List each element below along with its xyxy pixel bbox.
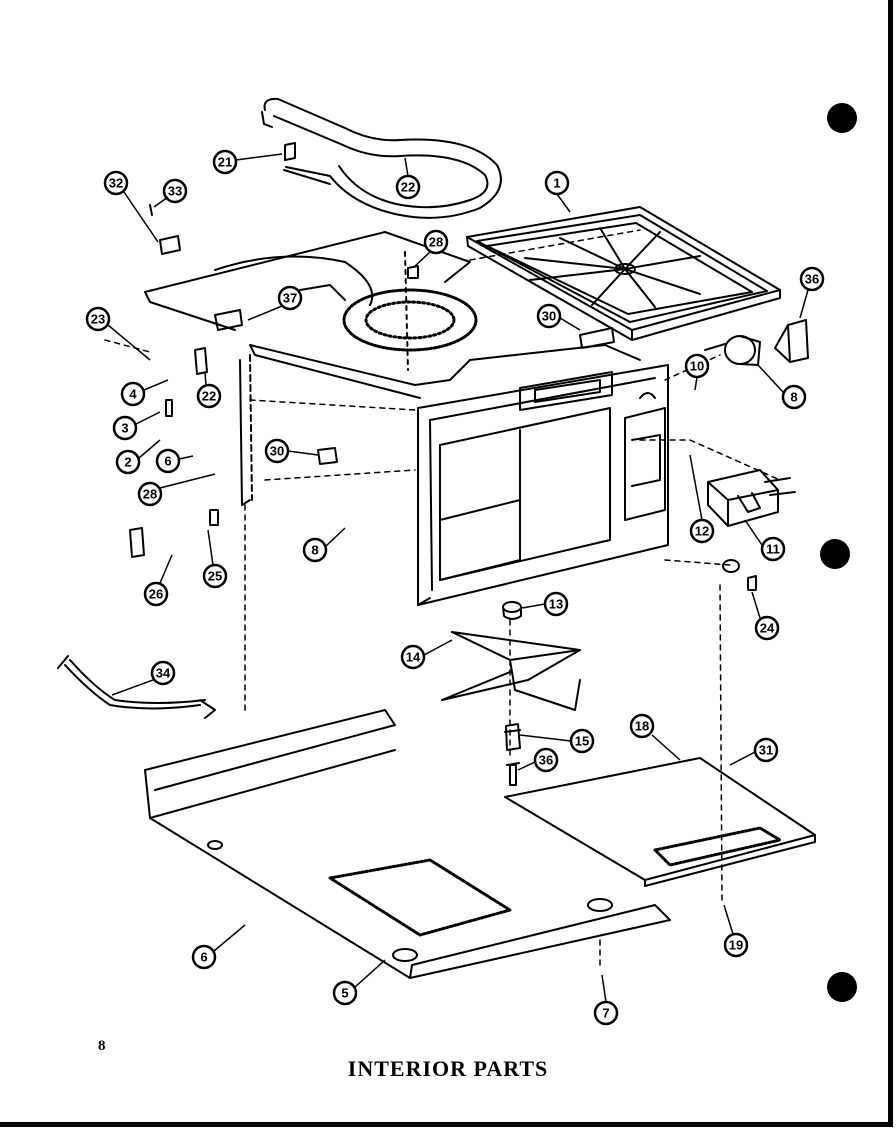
cover-plate-18: [504, 757, 816, 887]
callout-36a: 36: [805, 272, 819, 287]
callout-circle-4: [120, 381, 146, 407]
binder-hole-bottom: [827, 972, 857, 1002]
callout-circle-6a: [155, 448, 181, 474]
callout-circle-8a: [781, 384, 807, 410]
page-caption: INTERIOR PARTS: [347, 1056, 549, 1081]
page-number: 8: [98, 1038, 106, 1054]
callout-circle-34: [150, 660, 176, 686]
callout-circle-11: [760, 536, 786, 562]
callout-circle-32: [103, 170, 129, 196]
callout-circle-14: [400, 644, 426, 670]
callout-37: 37: [283, 291, 297, 306]
callout-30a: 30: [270, 444, 284, 459]
callout-circle-21: [212, 149, 238, 175]
callout-28a: 28: [429, 235, 443, 250]
base-plate-5: [144, 709, 671, 979]
callout-6a: 6: [164, 454, 171, 469]
callout-circle-2: [115, 449, 141, 475]
callout-14: 14: [406, 650, 421, 665]
callout-circle-37: [277, 285, 303, 311]
callout-33: 33: [168, 184, 182, 199]
callout-36b: 36: [539, 753, 553, 768]
callout-7: 7: [602, 1006, 609, 1021]
callout-3: 3: [121, 421, 128, 436]
callout-circle-3: [112, 415, 138, 441]
callout-22a: 22: [401, 180, 415, 195]
callout-circle-31: [753, 737, 779, 763]
wire-harness-34: [57, 655, 216, 719]
callout-circle-5: [332, 980, 358, 1006]
callout-25: 25: [208, 569, 222, 584]
cavity-top-cover: [144, 231, 641, 399]
callout-21: 21: [218, 155, 232, 170]
callout-24: 24: [760, 621, 775, 636]
callout-circle-23: [85, 306, 111, 332]
callout-11: 11: [766, 542, 780, 557]
callout-1: 1: [553, 176, 560, 191]
callout-circle-28a: [423, 229, 449, 255]
callout-10: 10: [690, 359, 704, 374]
callout-circle-26: [143, 581, 169, 607]
callout-12: 12: [695, 524, 709, 539]
callout-circle-6b: [191, 944, 217, 970]
cavity-frame-8: [239, 354, 669, 606]
callout-circle-18: [629, 713, 655, 739]
callout-4: 4: [129, 387, 137, 402]
support-ring-22: [261, 97, 502, 219]
assembly-lines: [104, 229, 781, 966]
binder-hole-middle: [820, 539, 850, 569]
callout-8b: 8: [311, 543, 318, 558]
interlock-switch-11: [707, 469, 796, 527]
callout-circle-22b: [196, 383, 222, 409]
motor-coupler-13: [502, 601, 522, 620]
callout-32: 32: [109, 176, 123, 191]
callout-19: 19: [729, 938, 743, 953]
callout-circle-28b: [137, 481, 163, 507]
callout-circle-8b: [302, 537, 328, 563]
callout-circle-24: [754, 615, 780, 641]
stirrer-shaft-15: [504, 723, 521, 751]
callout-circle-36a: [799, 266, 825, 292]
callout-8a: 8: [790, 390, 797, 405]
callout-18: 18: [635, 719, 649, 734]
callout-circle-36b: [533, 747, 559, 773]
callout-34: 34: [156, 666, 171, 681]
callout-26: 26: [149, 587, 163, 602]
callout-30b: 30: [542, 309, 556, 324]
callout-28b: 28: [143, 487, 157, 502]
callout-22b: 22: [202, 389, 216, 404]
small-hardware: [129, 142, 757, 591]
fan-motor-9: [704, 335, 761, 366]
callout-15: 15: [575, 734, 589, 749]
callout-circle-33: [162, 178, 188, 204]
callout-circle-25: [202, 563, 228, 589]
callout-circle-30b: [536, 303, 562, 329]
callout-6b: 6: [200, 950, 207, 965]
bracket-36: [774, 319, 809, 363]
deflector-14: [441, 631, 581, 711]
screw-38: [506, 762, 520, 786]
binder-hole-top: [827, 103, 857, 133]
tray-1: [466, 206, 781, 341]
callout-13: 13: [549, 597, 563, 612]
callout-5: 5: [341, 986, 348, 1001]
callout-circle-19: [723, 932, 749, 958]
callout-23: 23: [91, 312, 105, 327]
callout-2: 2: [124, 455, 131, 470]
callout-31: 31: [759, 743, 773, 758]
